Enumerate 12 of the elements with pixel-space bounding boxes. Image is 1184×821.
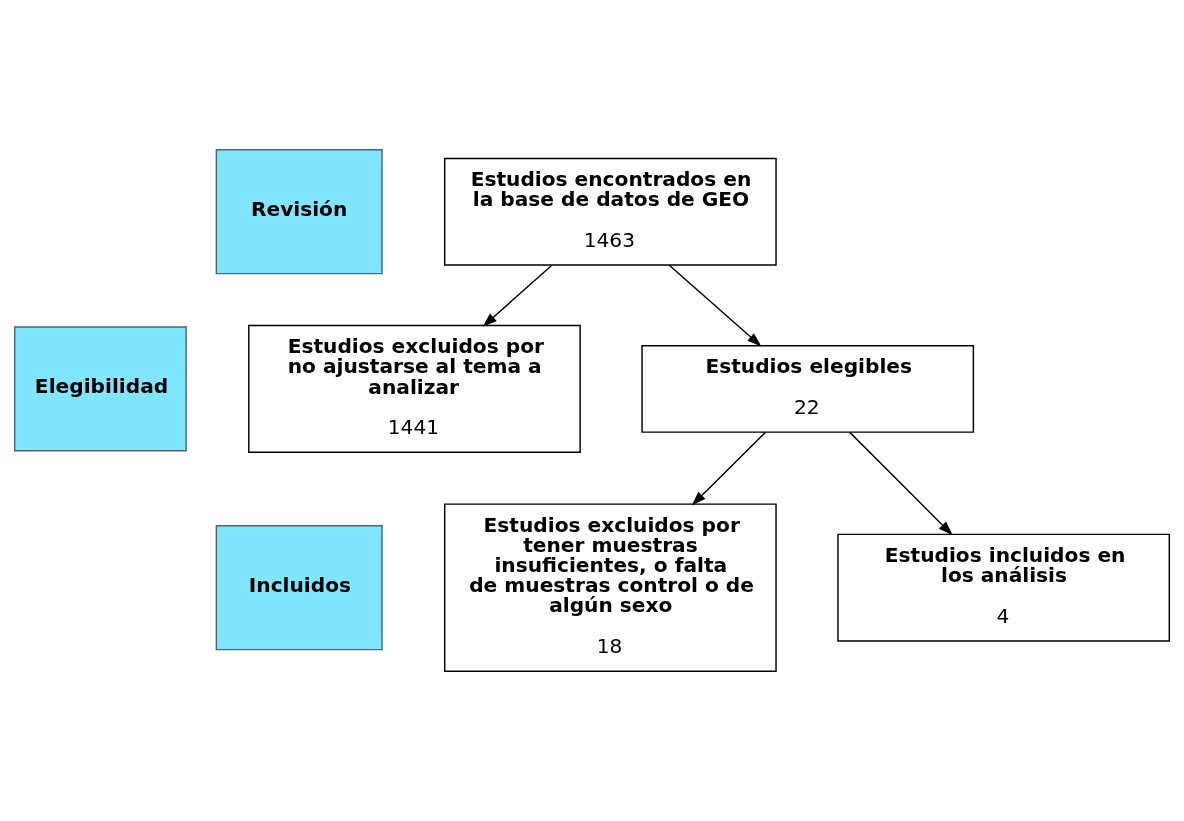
node-box: Estudios excluidos por tener muestras insuficientes, o falta de muestras control o de algún sexo 18: [443, 503, 777, 672]
node-box: Elegibilidad: [13, 326, 187, 452]
arrow: [691, 431, 767, 506]
node-box: Estudios incluidos en los análisis 4: [837, 533, 1170, 642]
node-box: Estudios elegibles 22: [641, 344, 975, 433]
node-box: Estudios encontrados en la base de datos de GEO 1463: [443, 157, 777, 266]
node-box: Revisión: [215, 149, 383, 275]
arrow: [849, 431, 953, 536]
node-box: Estudios excluidos por no ajustarse al tema a analizar 1441: [248, 324, 581, 453]
node-box: Incluidos: [215, 525, 383, 651]
arrow: [668, 264, 762, 347]
arrow: [482, 264, 553, 327]
